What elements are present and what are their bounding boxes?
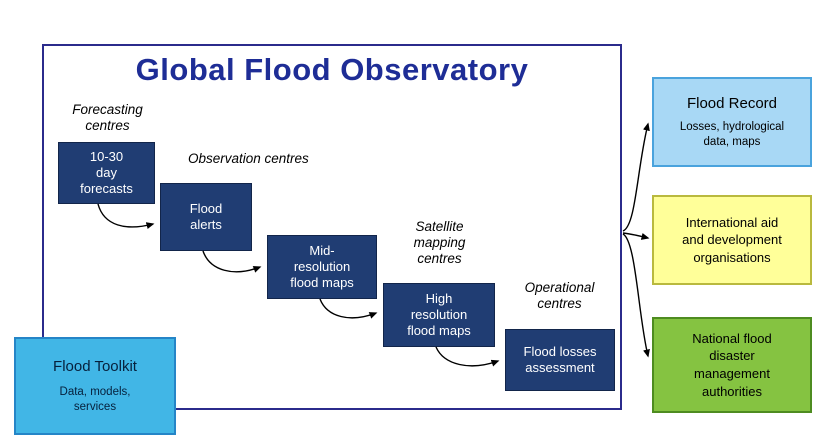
flow-box-forecasts: 10-30 day forecasts <box>58 142 155 204</box>
flow-box-flood-alerts: Flood alerts <box>160 183 252 251</box>
arrow-to-flood-record <box>622 122 650 232</box>
national-authorities-box: National flood disaster management autho… <box>652 317 812 413</box>
stage-label-observation-centres: Observation centres <box>188 151 309 166</box>
stage-label-forecasting-centres: Forecasting centres <box>72 102 143 133</box>
flow-box-flood-losses: Flood losses assessment <box>505 329 615 391</box>
page-title: Global Flood Observatory <box>135 52 529 87</box>
flow-box-mid-resolution-maps: Mid- resolution flood maps <box>267 235 377 299</box>
flood-toolkit-box: Flood Toolkit Data, models, services <box>14 337 176 435</box>
arrow-to-international-aid <box>622 232 650 240</box>
international-aid-box: International aid and development organi… <box>652 195 812 285</box>
stage-label-operational-centres: Operational centres <box>524 280 595 311</box>
flood-record-title: Flood Record <box>686 95 778 113</box>
flood-toolkit-title: Flood Toolkit <box>53 358 137 376</box>
flood-toolkit-subtitle: Data, models, services <box>59 386 131 413</box>
arrow-to-national-authorities <box>622 233 650 358</box>
flood-record-subtitle: Losses, hydrological data, maps <box>679 121 785 148</box>
flood-record-box: Flood Record Losses, hydrological data, … <box>652 77 812 167</box>
stage-label-satellite-mapping-centres: Satellite mapping centres <box>413 219 466 266</box>
flow-box-high-resolution-maps: High resolution flood maps <box>383 283 495 347</box>
